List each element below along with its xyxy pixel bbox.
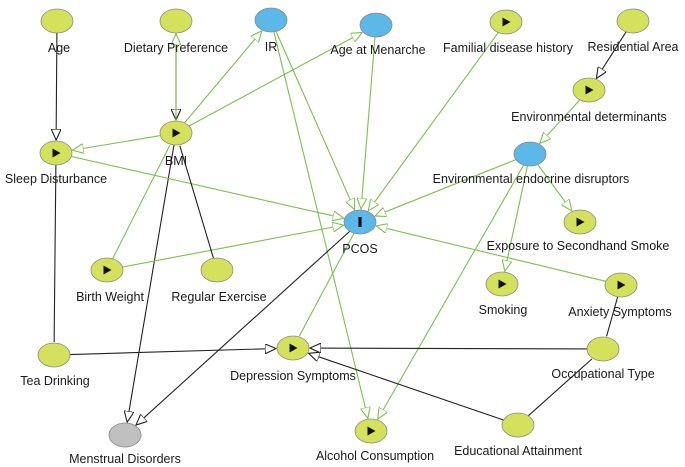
node-education[interactable] — [501, 412, 535, 438]
edge-residential-to-envdet — [596, 31, 627, 79]
node-shape-residential — [616, 8, 650, 34]
edge-bmi-to-ir — [184, 31, 262, 124]
node-age[interactable] — [40, 8, 74, 34]
node-shape-dietary — [159, 8, 193, 34]
node-exercise[interactable] — [200, 257, 234, 283]
edge-bmi-to-menstrual — [127, 144, 175, 422]
node-occupational[interactable] — [586, 336, 620, 362]
edge-occupational-to-depression — [310, 348, 588, 349]
node-envendo[interactable] — [513, 141, 547, 167]
node-shape-ir — [254, 7, 288, 33]
node-bmi[interactable] — [159, 120, 193, 146]
node-label-sleep: Sleep Disturbance — [5, 172, 107, 186]
node-label-occupational: Occupational Type — [551, 367, 654, 381]
edge-anxiety-to-occupational — [606, 296, 619, 337]
node-shape-envendo — [513, 141, 547, 167]
edge-envdet-to-envendo — [540, 99, 581, 144]
play-icon — [502, 17, 511, 27]
play-icon — [172, 128, 181, 138]
edge-envendo-to-alcohol — [378, 164, 525, 419]
edge-sleep-to-pcos — [71, 155, 343, 218]
node-label-envendo: Environmental endocrine disruptors — [433, 172, 630, 186]
edge-envendo-to-smoking — [505, 165, 528, 271]
node-label-anxiety: Anxiety Symptoms — [568, 305, 672, 319]
edge-ir-to-alcohol — [273, 31, 368, 418]
edge-familial-to-pcos — [368, 32, 499, 211]
edge-pcos-to-depression — [298, 232, 355, 337]
node-anxiety[interactable] — [604, 272, 638, 298]
edge-birth-to-bmi — [112, 144, 171, 260]
node-shape-menstrual — [108, 422, 142, 448]
node-label-menstrual: Menstrual Disorders — [69, 452, 181, 466]
node-sleep[interactable] — [39, 140, 73, 166]
play-icon — [367, 426, 376, 436]
outcome-bar-icon — [358, 217, 362, 227]
edge-menarche-to-pcos — [361, 36, 376, 209]
node-label-menarche: Age at Menarche — [330, 43, 425, 57]
node-label-smoking: Smoking — [479, 303, 528, 317]
node-depression[interactable] — [276, 335, 310, 361]
node-residential[interactable] — [616, 8, 650, 34]
node-shape-exercise — [200, 257, 234, 283]
play-icon — [576, 217, 585, 227]
node-familial[interactable] — [489, 9, 523, 35]
edge-envendo-to-secondhand — [537, 164, 572, 211]
node-birth[interactable] — [90, 257, 124, 283]
node-dietary[interactable] — [159, 8, 193, 34]
node-label-depression: Depression Symptoms — [230, 369, 356, 383]
edge-pcos-to-menstrual — [136, 230, 351, 425]
play-icon — [52, 148, 61, 158]
play-icon — [289, 343, 298, 353]
node-label-residential: Residential Area — [587, 40, 678, 54]
node-label-familial: Familial disease history — [443, 41, 574, 55]
labels-layer: Age Dietary Preference IR Age at Menarche Fa… — [5, 40, 679, 466]
play-icon — [498, 279, 507, 289]
node-shape-menarche — [359, 12, 393, 38]
node-secondhand[interactable] — [563, 209, 597, 235]
node-envdet[interactable] — [572, 77, 606, 103]
play-icon — [585, 85, 594, 95]
node-label-birth: Birth Weight — [76, 290, 144, 304]
edge-exercise-to-bmi — [179, 145, 215, 259]
edge-sleep-to-tea — [53, 164, 57, 343]
node-shape-tea — [37, 342, 71, 368]
node-label-exercise: Regular Exercise — [171, 290, 266, 304]
node-alcohol[interactable] — [354, 418, 388, 444]
node-shape-education — [501, 412, 535, 438]
node-menstrual[interactable] — [108, 422, 142, 448]
play-icon — [617, 280, 626, 290]
edge-education-to-occupational — [527, 358, 593, 417]
edge-age-to-sleep — [56, 32, 57, 140]
node-tea[interactable] — [37, 342, 71, 368]
edge-education-to-depression — [309, 353, 504, 421]
node-menarche[interactable] — [359, 12, 393, 38]
edge-birth-to-pcos — [122, 225, 344, 268]
node-label-alcohol: Alcohol Consumption — [316, 449, 434, 463]
edge-envendo-to-pcos — [375, 159, 517, 216]
node-pcos[interactable] — [343, 209, 377, 235]
node-label-age: Age — [48, 41, 70, 55]
edge-bmi-to-menarche — [188, 32, 362, 127]
node-label-envdet: Environmental determinants — [511, 110, 667, 124]
node-shape-age — [40, 8, 74, 34]
edges-layer — [53, 31, 627, 425]
node-label-secondhand: Exposure to Secondhand Smoke — [487, 239, 670, 253]
node-label-education: Educational Attainment — [454, 444, 582, 458]
node-smoking[interactable] — [485, 271, 519, 297]
edge-bmi-to-sleep — [73, 135, 161, 151]
node-label-dietary: Dietary Preference — [124, 41, 228, 55]
node-label-pcos: PCOS — [342, 242, 377, 256]
node-label-bmi: BMI — [165, 154, 187, 168]
node-ir[interactable] — [254, 7, 288, 33]
edge-anxiety-to-pcos — [376, 226, 606, 282]
edge-tea-to-depression — [69, 348, 276, 356]
edge-ir-to-pcos — [275, 31, 355, 209]
node-label-ir: IR — [265, 40, 278, 54]
node-label-tea: Tea Drinking — [20, 374, 90, 388]
node-shape-occupational — [586, 336, 620, 362]
play-icon — [103, 265, 112, 275]
nodes-layer — [37, 7, 650, 448]
